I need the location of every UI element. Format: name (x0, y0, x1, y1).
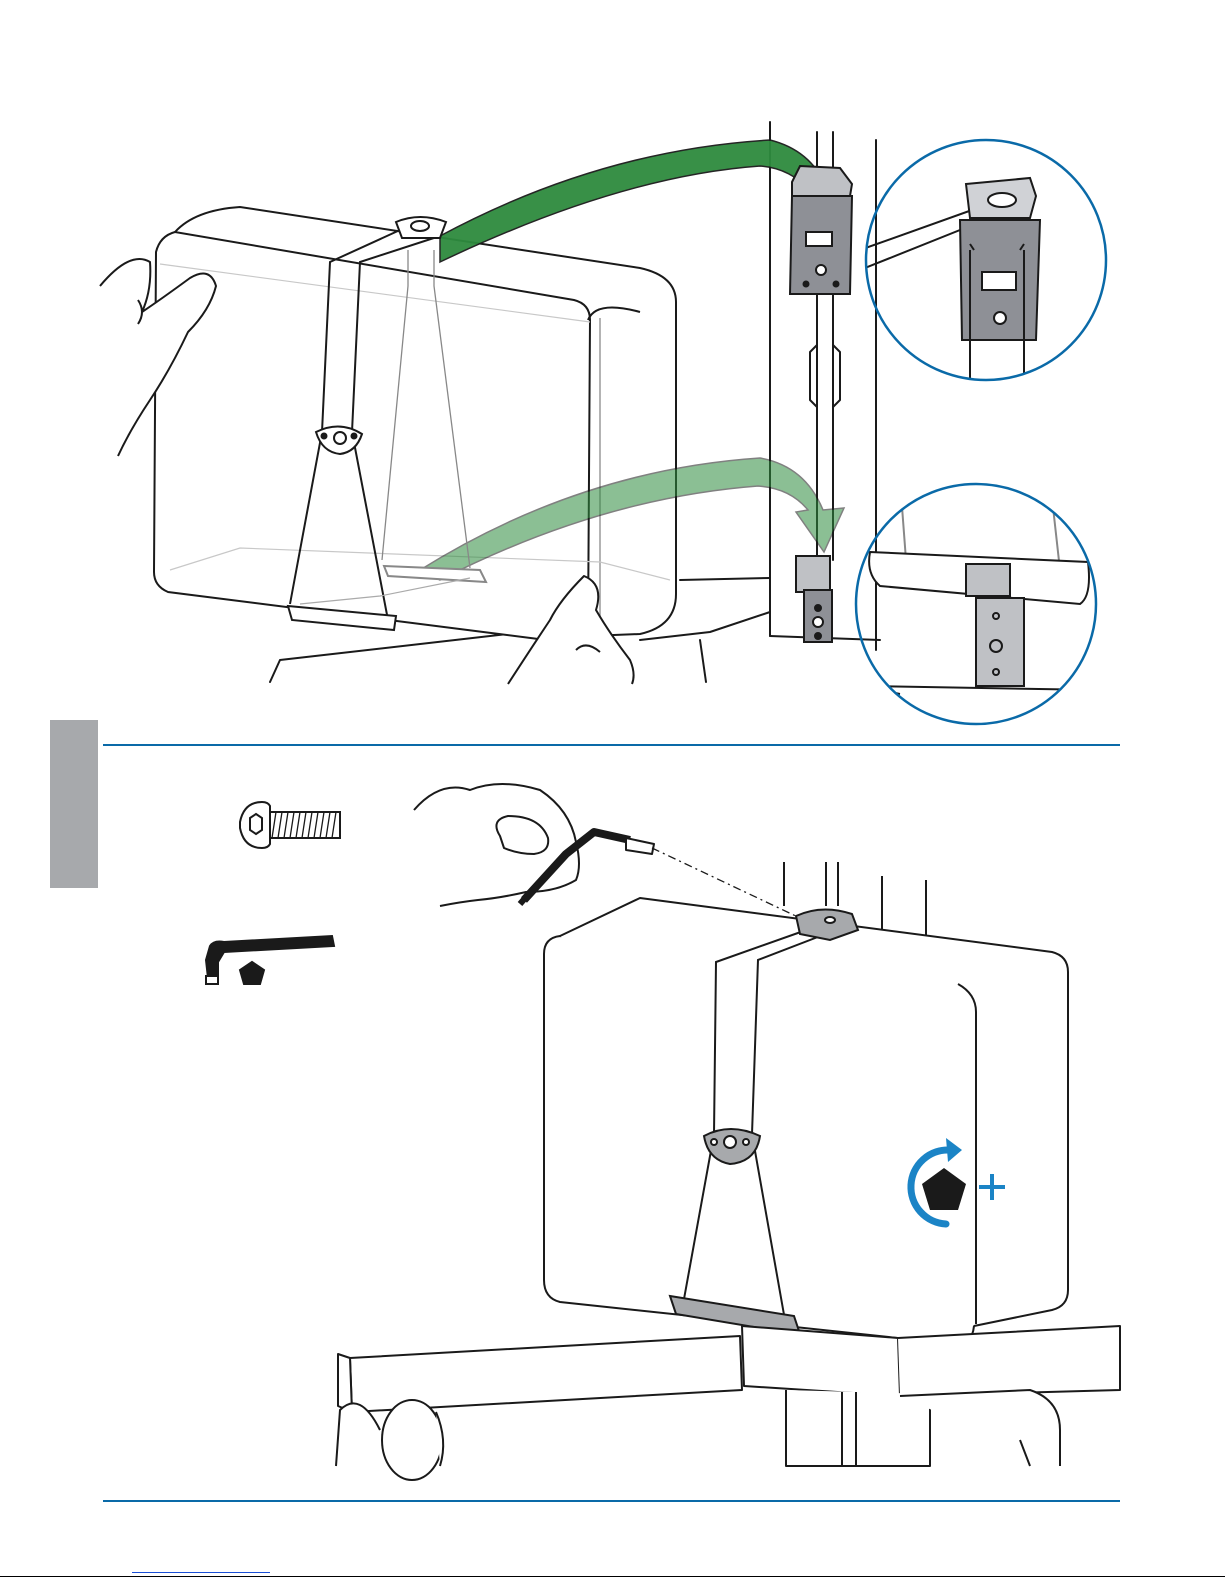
step-divider-top (103, 744, 1120, 746)
step-one-illustration (0, 0, 1225, 740)
step-two-illustration (0, 750, 1225, 1510)
lower-pole-bracket (796, 556, 832, 642)
cart-base (336, 1326, 1120, 1480)
upper-pole-bracket (790, 166, 852, 294)
hand-with-hex-key (414, 784, 800, 918)
footer-link-underline (132, 1572, 270, 1573)
hex-key-icon (206, 936, 334, 984)
upper-mount-arrow (440, 140, 846, 262)
footer-rule (0, 1576, 1225, 1577)
upper-bracket-detail (860, 140, 1106, 380)
display-unit (544, 898, 1068, 1344)
button-head-screw-icon (240, 802, 340, 848)
lower-bracket-detail (856, 480, 1100, 724)
